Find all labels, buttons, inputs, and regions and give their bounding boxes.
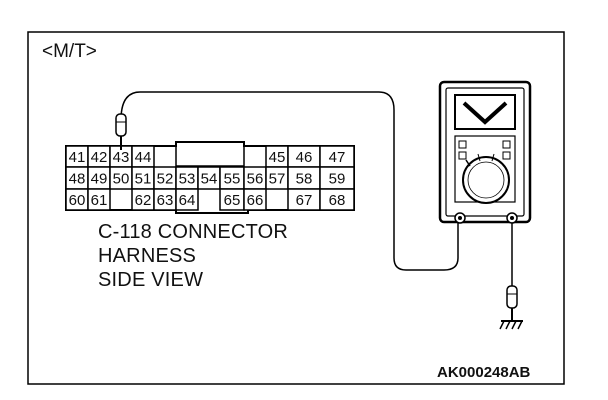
terminal-number: 49: [91, 171, 108, 188]
terminal-number: 66: [247, 192, 264, 209]
terminal-cell: [175, 188, 199, 211]
terminal-number: 45: [269, 149, 286, 166]
terminal-number: 60: [69, 192, 86, 209]
connector-caption-line-1: C-118 CONNECTOR: [98, 221, 289, 243]
terminal-number: 55: [224, 171, 241, 188]
terminal-number: 68: [329, 192, 346, 209]
terminal-number: 46: [296, 149, 313, 166]
terminal-number: 64: [179, 192, 196, 209]
terminal-number: 43: [113, 149, 130, 166]
terminal-number: 65: [224, 192, 241, 209]
terminal-number: 47: [329, 149, 346, 166]
probe-lead: [120, 91, 459, 271]
diagram-frame: [27, 31, 565, 385]
terminal-number: 51: [135, 171, 152, 188]
terminal-number: 58: [296, 171, 313, 188]
meter-display: [454, 94, 516, 130]
transmission-tag: <M/T>: [42, 41, 97, 62]
terminal-number: 67: [296, 192, 313, 209]
connector-caption-line-2: HARNESS: [98, 245, 197, 267]
multimeter: [438, 80, 532, 224]
terminal-number: 63: [157, 192, 174, 209]
terminal-number: 41: [69, 149, 86, 166]
terminal-number: 57: [269, 171, 286, 188]
terminal-number: 53: [179, 171, 196, 188]
terminal-cell: [319, 188, 355, 211]
ground-lead: [506, 223, 518, 320]
figure-id: AK000248AB: [437, 364, 531, 381]
terminal-number: 54: [201, 171, 218, 188]
connector-key: [175, 141, 245, 167]
terminal-number: 61: [91, 192, 108, 209]
terminal-number: 44: [135, 149, 152, 166]
terminal-number: 62: [135, 192, 152, 209]
terminal-number: 42: [91, 149, 108, 166]
terminal-number: 59: [329, 171, 346, 188]
connector-caption-line-3: SIDE VIEW: [98, 269, 204, 291]
terminal-number: 48: [69, 171, 86, 188]
terminal-cell: [87, 188, 111, 211]
terminal-cell: [243, 188, 267, 211]
connector-terminals: 41 42 43 44 45 46 47 48 49 50 51 52 53 54 55 56 57 58 59 60…: [65, 145, 355, 211]
terminal-number: 52: [157, 171, 174, 188]
terminal-number: 50: [113, 171, 130, 188]
terminal-number: 56: [247, 171, 264, 188]
ground-icon: [499, 320, 523, 330]
selector-dial: [462, 156, 510, 204]
back-probe-pin: [115, 113, 127, 150]
